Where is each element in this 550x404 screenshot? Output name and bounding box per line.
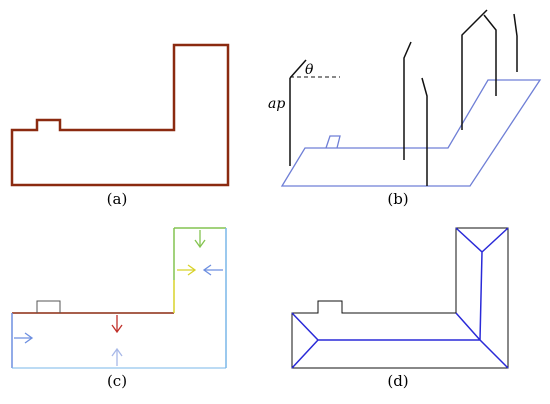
panel-d: (d) <box>291 227 509 390</box>
panel-c-caption: (c) <box>107 372 127 390</box>
panel-b-wall-3 <box>461 9 488 130</box>
panel-c-arrow-down-red <box>111 315 123 334</box>
panel-d-skeleton <box>291 227 509 369</box>
panel-c-small-tab <box>36 300 61 313</box>
panel-c: (c) <box>11 227 227 390</box>
panel-b: θ ap (b) <box>268 9 542 208</box>
panel-c-arrow-up-light <box>111 347 123 366</box>
panel-a-caption: (a) <box>107 190 128 208</box>
panel-b-wall-4 <box>483 14 497 96</box>
panel-b-caption: (b) <box>387 190 408 208</box>
panel-a-l-shape-outline <box>10 43 230 187</box>
panel-b-wall-2 <box>421 77 428 186</box>
panel-b-small-tab <box>325 135 341 149</box>
panel-c-arrow-left-blue <box>202 264 223 276</box>
panel-b-wall-tilt-line <box>289 59 307 79</box>
panel-c-arrow-down-green <box>194 230 206 249</box>
panel-c-arrow-right-blue <box>14 332 34 344</box>
panel-c-arrow-right-yellow <box>177 264 197 276</box>
panel-d-caption: (d) <box>387 372 408 390</box>
panel-b-base-plane <box>280 79 542 187</box>
panel-b-wall-1 <box>403 41 412 160</box>
panel-d-outline <box>291 227 509 369</box>
panel-a: (a) <box>10 43 230 208</box>
panel-b-theta-label: θ <box>305 62 314 78</box>
panel-b-ap-label: ap <box>268 96 285 112</box>
panel-c-green-edges <box>173 227 226 280</box>
panel-b-wall-5 <box>513 13 518 72</box>
